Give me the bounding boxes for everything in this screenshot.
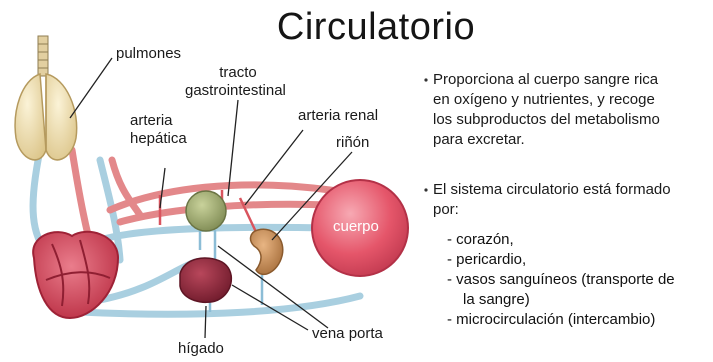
label-pulmones: pulmones <box>116 45 182 62</box>
body-icon <box>311 179 409 277</box>
heart-icon <box>32 230 120 320</box>
liver-icon <box>179 257 232 304</box>
label-arteria: arteria <box>130 112 173 129</box>
label-arteria-renal: arteria renal <box>298 107 379 124</box>
description-paragraph-1: Proporciona al cuerpo sangre rica en oxí… <box>433 71 660 148</box>
label-gastrointestinal: gastrointestinal <box>185 82 286 99</box>
gi-tract-icon <box>185 190 227 232</box>
page-title: Circulatorio <box>276 6 476 48</box>
description-paragraph-2: El sistema circulatorio está formado por… <box>433 181 671 218</box>
lungs-icon <box>14 35 78 161</box>
label-rinon: riñón <box>336 134 370 151</box>
list-item: - corazón, <box>447 231 514 248</box>
list-item: - pericardio, <box>447 251 527 268</box>
label-cuerpo: cuerpo <box>333 218 379 235</box>
leader-lines <box>69 57 353 339</box>
label-higado: hígado <box>178 340 224 357</box>
list-item: - vasos sanguíneos (transporte de <box>447 271 675 288</box>
list-item: - microcirculación (intercambio) <box>447 311 656 328</box>
component-list: - corazón, - pericardio, - vasos sanguín… <box>447 230 675 330</box>
kidney-icon <box>249 228 284 276</box>
bullet-dot <box>424 188 428 192</box>
label-hepatica: hepática <box>130 130 187 147</box>
bullet-dot <box>424 78 428 82</box>
list-item: la sangre) <box>463 291 530 308</box>
label-tracto: tracto <box>219 64 257 81</box>
label-vena-porta: vena porta <box>312 325 383 342</box>
